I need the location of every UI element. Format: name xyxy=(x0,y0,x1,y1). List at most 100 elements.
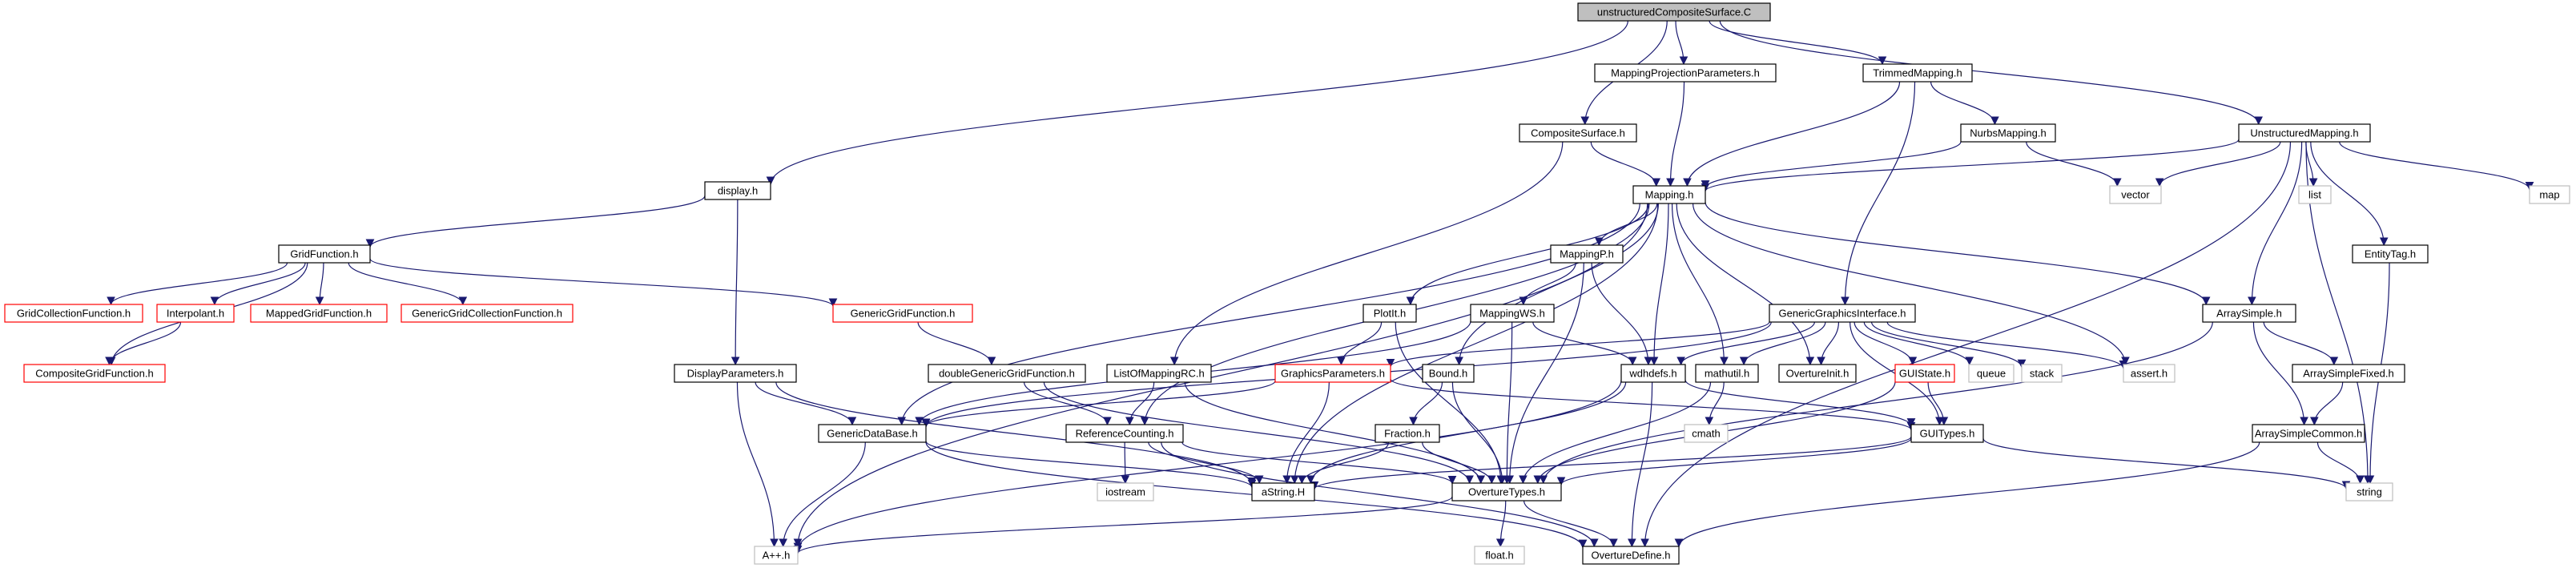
graph-node-guistate-h[interactable]: GUIState.h xyxy=(1894,364,1955,383)
dependency-edge xyxy=(1982,437,2351,490)
graph-node-string: string xyxy=(2345,482,2393,502)
dependency-edge xyxy=(1181,441,1457,485)
node-label: ArraySimple.h xyxy=(2216,308,2282,320)
node-box xyxy=(704,181,771,200)
node-box xyxy=(1594,63,1777,83)
node-box xyxy=(2252,424,2365,443)
dependency-edge xyxy=(917,321,996,366)
graph-node-genericdatabase-h[interactable]: GenericDataBase.h xyxy=(818,424,927,443)
dependency-edge xyxy=(1927,381,1949,426)
node-label: Mapping.h xyxy=(1645,189,1694,201)
graph-node-display-h[interactable]: display.h xyxy=(704,181,771,200)
graph-node-displayparams-h[interactable]: DisplayParameters.h xyxy=(674,364,797,383)
dependency-edge xyxy=(779,441,866,548)
dependency-edge xyxy=(1705,202,2211,306)
node-label: TrimmedMapping.h xyxy=(1873,67,1962,79)
graph-node-bound-h[interactable]: Bound.h xyxy=(1422,364,1475,383)
dependency-edge xyxy=(1125,381,1155,426)
graph-node-overturetypes-h[interactable]: OvertureTypes.h xyxy=(1451,482,1562,502)
graph-node-trimmed-h[interactable]: TrimmedMapping.h xyxy=(1862,63,1973,83)
graph-node-mappingws-h[interactable]: MappingWS.h xyxy=(1470,304,1555,323)
node-label: ArraySimpleCommon.h xyxy=(2255,428,2362,440)
graph-node-wdhdefs-h[interactable]: wdhdefs.h xyxy=(1620,364,1686,383)
graph-node-mappedgridfunc-h[interactable]: MappedGridFunction.h xyxy=(250,304,388,323)
dependency-edge xyxy=(1930,81,1999,126)
graph-node-nurbs-h[interactable]: NurbsMapping.h xyxy=(1960,123,2056,143)
node-label: CompositeGridFunction.h xyxy=(35,368,153,380)
graph-node-listofmapping-h[interactable]: ListOfMappingRC.h xyxy=(1106,364,1212,383)
dependency-edge xyxy=(348,262,468,306)
graph-node-astring-h[interactable]: aString.H xyxy=(1251,482,1315,502)
graph-node-compgridfunc-h[interactable]: CompositeGridFunction.h xyxy=(23,364,166,383)
graph-node-queue: queue xyxy=(1968,364,2015,383)
dependency-edge xyxy=(1863,321,1974,366)
graph-node-refcounting-h[interactable]: ReferenceCounting.h xyxy=(1065,424,1184,443)
graph-node-compsurf-h[interactable]: CompositeSurface.h xyxy=(1519,123,1637,143)
dependency-edge xyxy=(1590,141,1661,187)
graph-node-ggi-h[interactable]: GenericGraphicsInterface.h xyxy=(1769,304,1916,323)
dependency-edge xyxy=(2155,141,2281,187)
node-box xyxy=(2292,364,2405,383)
graph-node-guitypes-h[interactable]: GUITypes.h xyxy=(1910,424,1984,443)
node-box xyxy=(2352,244,2429,264)
dependency-edge xyxy=(1502,321,1513,485)
node-box xyxy=(1451,482,1562,502)
node-box xyxy=(1251,482,1315,502)
node-label: MappedGridFunction.h xyxy=(266,308,372,320)
dependency-edge xyxy=(1298,441,1390,485)
graph-node-gridcollfunc-h[interactable]: GridCollectionFunction.h xyxy=(4,304,143,323)
graph-node-overturedefine-h[interactable]: OvertureDefine.h xyxy=(1582,546,1680,565)
dependency-edge xyxy=(1337,321,1383,366)
dependency-edge xyxy=(1841,81,1916,306)
node-label: MappingP.h xyxy=(1560,248,1614,260)
node-box xyxy=(2021,364,2063,383)
graph-node-plotit-h[interactable]: PlotIt.h xyxy=(1362,304,1417,323)
graph-node-fraction-h[interactable]: Fraction.h xyxy=(1375,424,1440,443)
dependency-edge xyxy=(755,381,857,426)
dependency-edge xyxy=(2309,381,2344,426)
graph-node-gridfunc-h[interactable]: GridFunction.h xyxy=(278,244,371,264)
graph-node-mapping-h[interactable]: Mapping.h xyxy=(1632,185,1706,204)
node-label: ListOfMappingRC.h xyxy=(1113,368,1204,380)
graph-node-arraysimplecommon-h[interactable]: ArraySimpleCommon.h xyxy=(2252,424,2365,443)
graph-node-doublegenericgridfunc-h[interactable]: doubleGenericGridFunction.h xyxy=(928,364,1086,383)
node-label: iostream xyxy=(1105,486,1145,498)
node-box xyxy=(2202,304,2296,323)
dependency-edge xyxy=(1674,441,2260,548)
node-box xyxy=(250,304,388,323)
dependency-edge xyxy=(1023,381,1112,426)
graph-node-graphicsparams-h[interactable]: GraphicsParameters.h xyxy=(1274,364,1391,383)
dependency-edge xyxy=(1556,437,1912,486)
node-box xyxy=(928,364,1086,383)
node-box xyxy=(1894,364,1955,383)
graph-node-arraysimplefixed-h[interactable]: ArraySimpleFixed.h xyxy=(2292,364,2405,383)
graph-node-overtureinit-h[interactable]: OvertureInit.h xyxy=(1778,364,1857,383)
graph-node-mappingp-h[interactable]: MappingP.h xyxy=(1550,244,1624,264)
graph-node-float-h: float.h xyxy=(1474,546,1525,565)
dependency-edge xyxy=(1422,441,1496,485)
node-box xyxy=(1769,304,1916,323)
graph-node-root[interactable]: unstructuredCompositeSurface.C xyxy=(1577,2,1771,22)
graph-node-mathutil-h[interactable]: mathutil.h xyxy=(1695,364,1759,383)
graph-node-interpolant-h[interactable]: Interpolant.h xyxy=(156,304,235,323)
graph-node-list: list xyxy=(2298,185,2332,204)
dependency-edge xyxy=(210,262,306,306)
dependency-edge xyxy=(2252,321,2308,426)
dependency-edge xyxy=(1627,381,1653,548)
node-label: GraphicsParameters.h xyxy=(1281,368,1385,380)
node-box xyxy=(1960,123,2056,143)
dependency-edge xyxy=(921,381,1276,428)
graph-node-entitytag-h[interactable]: EntityTag.h xyxy=(2352,244,2429,264)
node-box xyxy=(2109,185,2162,204)
graph-node-mappingproj-h[interactable]: MappingProjectionParameters.h xyxy=(1594,63,1777,83)
graph-node-genericgridcollfunc-h[interactable]: GenericGridCollectionFunction.h xyxy=(400,304,574,323)
graph-node-genericgridfunc-h[interactable]: GenericGridFunction.h xyxy=(832,304,973,323)
graph-node-arraysimple-h[interactable]: ArraySimple.h xyxy=(2202,304,2296,323)
node-label: ArraySimpleFixed.h xyxy=(2303,368,2393,380)
dependency-edge xyxy=(1591,262,1653,366)
graph-node-unstruct-h[interactable]: UnstructuredMapping.h xyxy=(2238,123,2371,143)
dependency-edge xyxy=(793,203,1648,548)
dependency-edge xyxy=(1523,500,1618,548)
node-box xyxy=(23,364,166,383)
